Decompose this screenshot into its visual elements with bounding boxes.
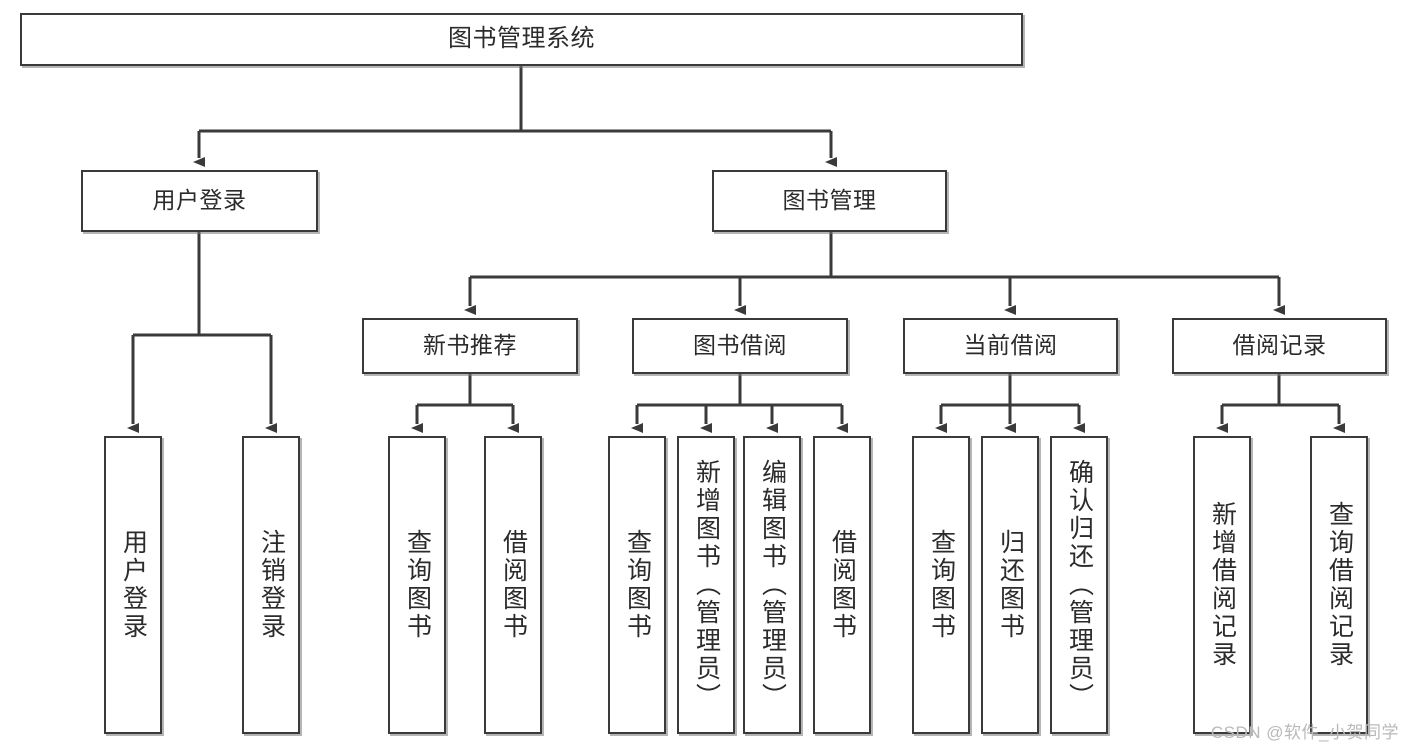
node-book-management[interactable]: 图书管理	[712, 170, 947, 232]
node-label: 新书推荐	[423, 332, 517, 359]
leaf-record-query[interactable]: 查询借阅记录	[1310, 436, 1368, 734]
leaf-new-book-query[interactable]: 查询图书	[388, 436, 446, 734]
leaf-user-login[interactable]: 用户登录	[104, 436, 162, 734]
node-user-login[interactable]: 用户登录	[81, 170, 318, 232]
node-root-system[interactable]: 图书管理系统	[20, 13, 1023, 66]
node-label: 查询图书	[623, 529, 652, 641]
node-label: 用户登录	[152, 187, 247, 214]
node-label: 查询图书	[927, 529, 956, 641]
node-book-borrow[interactable]: 图书借阅	[632, 318, 848, 374]
watermark: CSDN @软件_小贺同学	[1210, 723, 1399, 742]
node-label: 借阅图书	[499, 529, 528, 641]
leaf-borrow-add-book[interactable]: 新增图书（管理员）	[677, 436, 735, 734]
node-current-borrow[interactable]: 当前借阅	[903, 318, 1118, 374]
leaf-current-return-book[interactable]: 归还图书	[981, 436, 1039, 734]
node-label: 借阅图书	[828, 529, 857, 641]
node-label: 编辑图书（管理员）	[758, 459, 787, 711]
node-label: 图书借阅	[693, 332, 787, 359]
leaf-borrow-edit-book[interactable]: 编辑图书（管理员）	[743, 436, 801, 734]
node-label: 归还图书	[996, 529, 1025, 641]
node-label: 查询借阅记录	[1325, 501, 1354, 669]
leaf-new-book-borrow[interactable]: 借阅图书	[484, 436, 542, 734]
leaf-borrow-query-book[interactable]: 查询图书	[608, 436, 666, 734]
leaf-borrow-borrow-book[interactable]: 借阅图书	[813, 436, 871, 734]
node-label: 图书管理	[782, 187, 877, 214]
node-label: 新增借阅记录	[1208, 501, 1237, 669]
node-borrow-record[interactable]: 借阅记录	[1172, 318, 1387, 374]
node-new-book-recommend[interactable]: 新书推荐	[362, 318, 578, 374]
leaf-user-logout[interactable]: 注销登录	[242, 436, 300, 734]
leaf-record-add[interactable]: 新增借阅记录	[1193, 436, 1251, 734]
node-label: 新增图书（管理员）	[692, 459, 721, 711]
node-label: 借阅记录	[1232, 332, 1327, 359]
leaf-current-confirm-return[interactable]: 确认归还（管理员）	[1050, 436, 1108, 734]
node-label: 确认归还（管理员）	[1065, 459, 1094, 711]
leaf-current-query-book[interactable]: 查询图书	[912, 436, 970, 734]
node-label: 注销登录	[257, 529, 286, 641]
node-label: 当前借阅	[963, 332, 1058, 359]
node-label: 查询图书	[403, 529, 432, 641]
node-label: 图书管理系统	[448, 25, 595, 53]
node-label: 用户登录	[119, 529, 148, 641]
